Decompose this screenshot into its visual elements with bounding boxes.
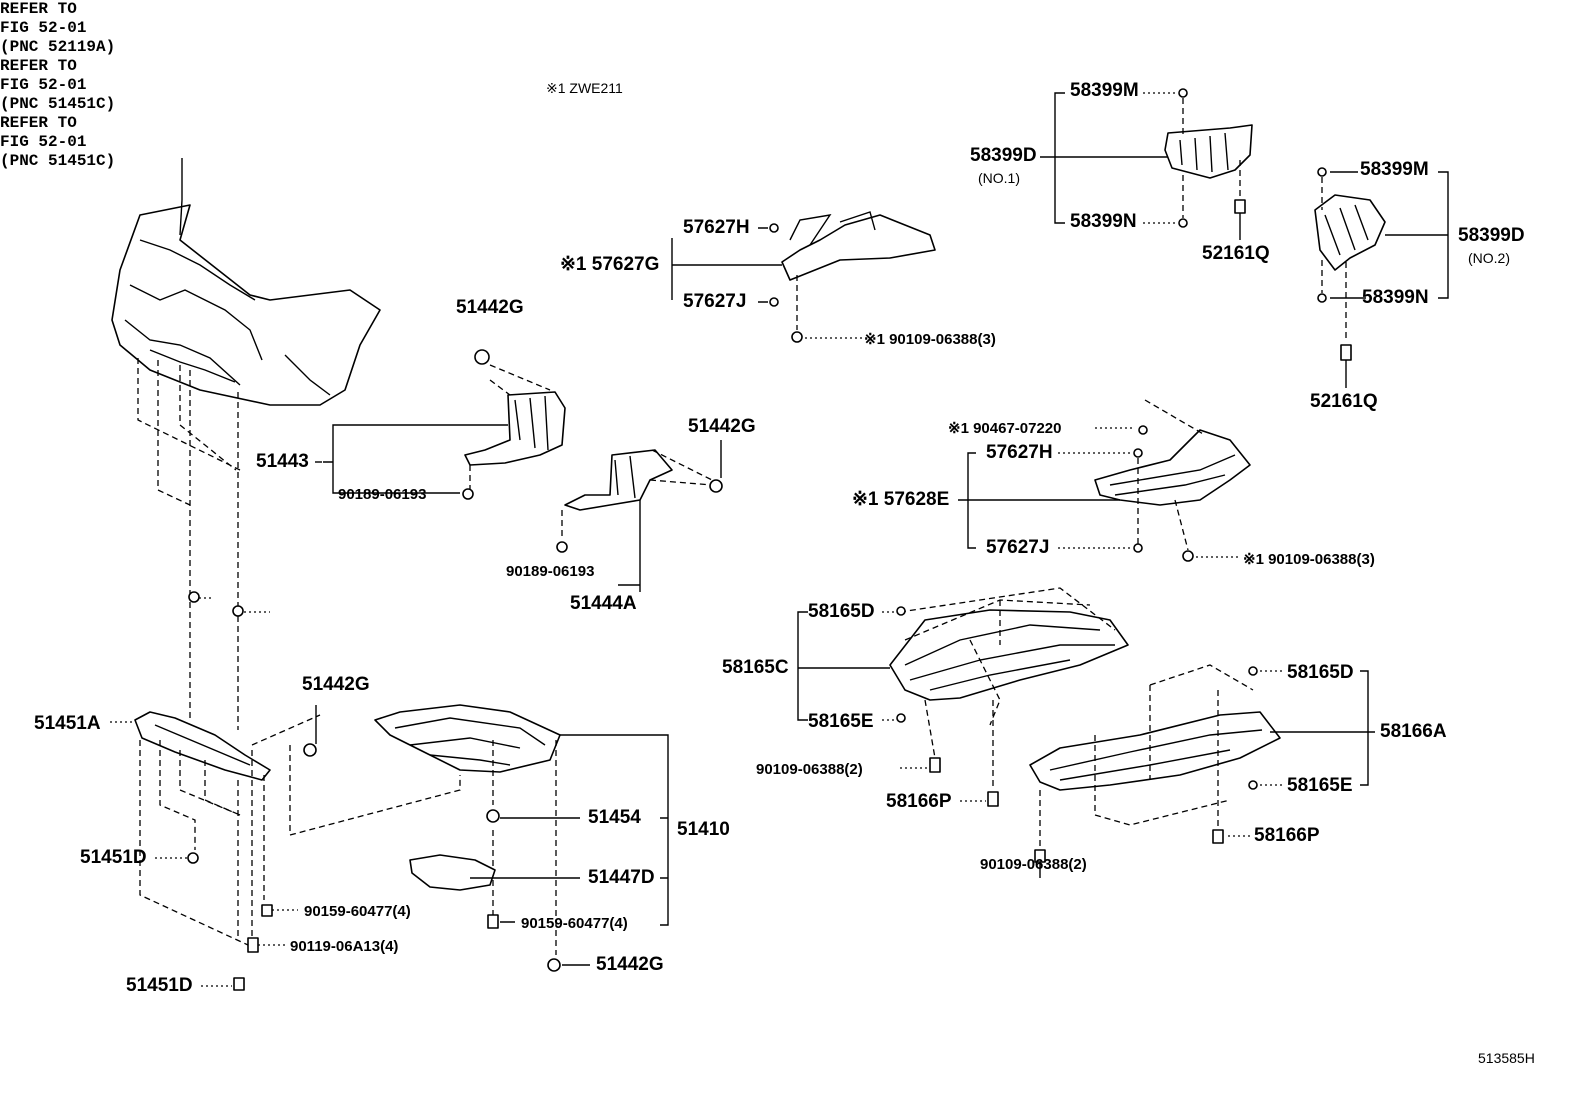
part-label: ※1 57627G [560, 254, 660, 275]
ref-bumper-line3: (PNC 52119A) [0, 38, 116, 56]
part-label: 58399D [1458, 225, 1525, 246]
part-label: 58399M [1070, 80, 1139, 101]
seal-51451A [134, 711, 271, 781]
ref-left-line2: FIG 52-01 [0, 76, 87, 94]
part-label: 90109-06388(2) [756, 761, 863, 778]
part-label: 58165D [1287, 662, 1354, 683]
part-label: 90189-06193 [338, 486, 427, 503]
part-label: 51442G [688, 416, 756, 437]
part-label: 57627H [986, 442, 1053, 463]
part-label: 51447D [588, 867, 655, 888]
part-label: 51442G [456, 297, 524, 318]
part-label: 51444A [570, 593, 637, 614]
bracket-51444A [564, 449, 673, 511]
undercover-58165C [889, 609, 1129, 701]
part-label: 51451D [80, 847, 147, 868]
ref-right-line2: FIG 52-01 [0, 133, 87, 151]
bracket-51443 [464, 391, 566, 466]
front-bumper-part [111, 199, 381, 406]
undercover-58166A [1029, 711, 1281, 791]
part-label: 58165E [808, 711, 874, 732]
part-label: 58165E [1287, 775, 1353, 796]
part-label-sub: (NO.2) [1468, 250, 1510, 266]
part-label: 51442G [302, 674, 370, 695]
part-label: 58165D [808, 601, 875, 622]
part-label: ※1 90109-06388(3) [864, 331, 996, 348]
splash-shield-no1 [1164, 124, 1253, 179]
part-label: 51451A [34, 713, 101, 734]
part-label: 90159-60477(4) [304, 903, 411, 920]
cover-51447D [409, 854, 496, 891]
ref-bumper-line2: FIG 52-01 [0, 19, 87, 37]
header-note: ※1 ZWE211 [546, 80, 623, 96]
part-label: 90189-06193 [506, 563, 595, 580]
part-label: 58399D [970, 145, 1037, 166]
part-label: 58166A [1380, 721, 1447, 742]
part-label: 51443 [256, 451, 309, 472]
part-label: 52161Q [1202, 243, 1270, 264]
part-label: 58399M [1360, 159, 1429, 180]
ref-left-line1: REFER TO [0, 57, 77, 75]
part-label-sub: (NO.1) [978, 170, 1020, 186]
part-label: 51442G [596, 954, 664, 975]
ref-bumper-line1: REFER TO [0, 0, 77, 18]
part-label: 58166P [886, 791, 952, 812]
bracket-57627G [781, 211, 936, 281]
part-label: 90119-06A13(4) [290, 938, 399, 955]
part-label: 52161Q [1310, 391, 1378, 412]
figure-id: 513585H [1478, 1050, 1535, 1066]
part-label: 58166P [1254, 825, 1320, 846]
splash-shield-no2 [1314, 194, 1386, 271]
part-label: 51410 [677, 819, 730, 840]
part-label: ※1 90109-06388(3) [1243, 551, 1375, 568]
part-label: 57627J [986, 537, 1050, 558]
part-label: ※1 90467-07220 [948, 420, 1062, 437]
bracket-57628E [1094, 429, 1251, 506]
part-label: 57627H [683, 217, 750, 238]
ref-right-line1: REFER TO [0, 114, 77, 132]
part-label: ※1 57628E [852, 489, 950, 510]
part-label: 58399N [1362, 287, 1429, 308]
part-label: 51454 [588, 807, 641, 828]
ref-left-line3: (PNC 51451C) [0, 95, 116, 113]
undercover-51410 [374, 704, 561, 773]
part-label: 58399N [1070, 211, 1137, 232]
part-label: 57627J [683, 291, 747, 312]
part-label: 58165C [722, 657, 789, 678]
part-label: 90159-60477(4) [521, 915, 628, 932]
ref-right-line3: (PNC 51451C) [0, 152, 116, 170]
part-label: 51451D [126, 975, 193, 996]
part-label: 90109-06388(2) [980, 856, 1087, 873]
